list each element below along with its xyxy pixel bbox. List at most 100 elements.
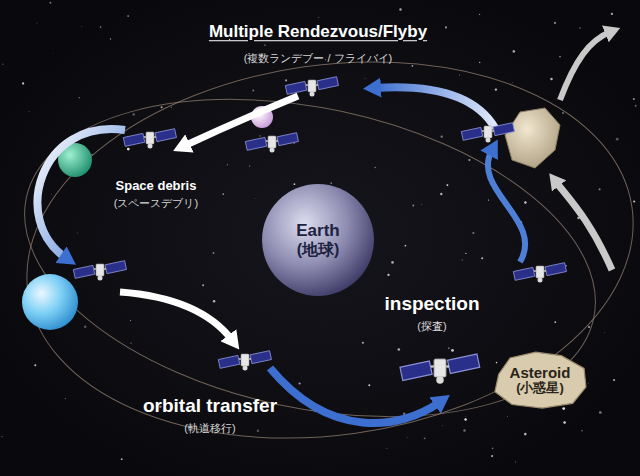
star <box>77 232 79 234</box>
star <box>613 379 615 381</box>
subtitle: (複数ランデブー / フライバイ) <box>244 52 393 65</box>
star <box>550 78 552 80</box>
star <box>252 90 254 92</box>
star <box>463 429 465 431</box>
star <box>406 436 408 438</box>
star <box>599 411 602 414</box>
asteroid-body: Asteroid(小惑星) <box>493 351 588 409</box>
star <box>52 52 54 54</box>
star <box>1 436 2 437</box>
star <box>559 56 560 57</box>
star <box>127 15 129 17</box>
star <box>440 193 442 195</box>
star <box>424 437 426 439</box>
star <box>294 183 296 185</box>
star <box>562 407 565 410</box>
star <box>22 82 24 84</box>
star <box>161 106 163 108</box>
star <box>318 16 320 18</box>
star <box>264 45 265 46</box>
diagram-title: Multiple Rendezvous/Flyby <box>209 22 427 42</box>
star <box>495 88 497 90</box>
star <box>213 252 215 254</box>
star <box>491 455 493 457</box>
star <box>611 13 613 15</box>
star <box>472 232 474 234</box>
star <box>365 78 366 79</box>
star <box>79 97 81 99</box>
node-name: Earth <box>262 221 374 241</box>
star <box>227 164 228 165</box>
star <box>515 461 517 463</box>
star <box>451 349 454 352</box>
star <box>633 200 635 202</box>
star <box>599 188 601 190</box>
star <box>524 433 527 436</box>
star <box>34 364 36 366</box>
star <box>479 14 480 15</box>
star <box>2 63 3 64</box>
star <box>462 259 463 260</box>
star <box>259 135 260 136</box>
star <box>492 448 494 450</box>
star <box>465 253 466 254</box>
star <box>506 415 508 417</box>
star <box>330 182 332 184</box>
star <box>65 398 66 399</box>
star <box>285 79 287 81</box>
node-name-ja: (小惑星) <box>493 381 588 396</box>
star <box>604 331 606 333</box>
star <box>445 26 447 28</box>
star <box>588 326 590 328</box>
star <box>249 165 250 166</box>
star <box>464 418 466 420</box>
star <box>84 325 87 328</box>
star <box>100 26 102 28</box>
star <box>581 430 582 431</box>
star <box>264 150 266 152</box>
star <box>257 430 259 432</box>
star <box>468 159 470 161</box>
star <box>133 113 135 115</box>
star <box>202 284 204 286</box>
star <box>608 28 610 30</box>
star <box>50 193 52 195</box>
star <box>512 82 514 84</box>
star <box>479 62 480 63</box>
star <box>442 425 444 427</box>
star <box>459 74 461 76</box>
star <box>512 50 515 53</box>
star <box>635 105 637 107</box>
star <box>375 167 376 168</box>
star <box>391 261 394 264</box>
star <box>49 2 51 4</box>
star <box>127 148 130 151</box>
star <box>554 22 556 24</box>
phase-label: orbital transfer <box>143 395 277 417</box>
star <box>462 425 464 427</box>
star <box>368 384 370 386</box>
star <box>387 274 389 276</box>
phase-label-ja: (軌道移行) <box>184 422 235 435</box>
star <box>448 347 450 349</box>
star <box>29 111 30 112</box>
star <box>81 26 83 28</box>
earth-globe: Earth(地球) <box>262 184 374 296</box>
star <box>213 300 216 303</box>
star <box>441 136 443 138</box>
node-name-ja: (地球) <box>262 241 374 259</box>
star <box>130 343 131 344</box>
star <box>554 321 556 323</box>
star <box>579 27 580 28</box>
object-label: Space debris <box>116 179 197 194</box>
phase-label: inspection <box>384 293 479 315</box>
star <box>616 138 619 141</box>
star <box>524 201 527 204</box>
star <box>222 193 224 195</box>
node-name: Asteroid <box>493 364 588 381</box>
star <box>254 198 256 200</box>
star <box>171 107 172 108</box>
star <box>421 204 423 206</box>
phase-label-ja: (探査) <box>417 320 446 333</box>
